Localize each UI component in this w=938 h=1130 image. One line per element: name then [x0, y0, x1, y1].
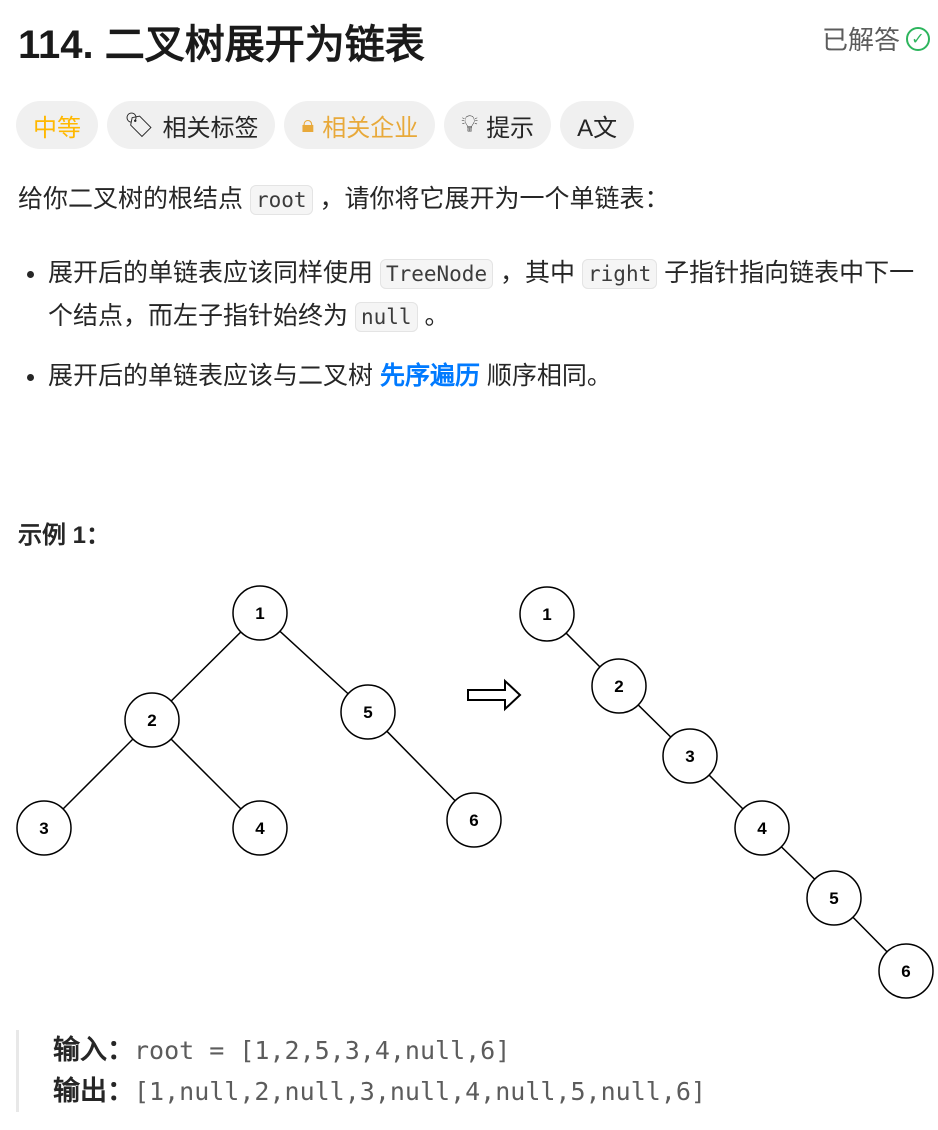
- input-label: 输入：: [53, 1035, 134, 1065]
- node-label: 6: [901, 962, 910, 981]
- node-label: 6: [469, 811, 478, 830]
- lock-icon: 🔒︎: [301, 111, 315, 138]
- node-label: 3: [39, 819, 48, 838]
- tree-node: 6: [446, 792, 502, 848]
- code-right: right: [582, 259, 658, 289]
- input-value: root = [1,2,5,3,4,null,6]: [134, 1036, 511, 1065]
- page-title: 114. 二叉树展开为链表: [18, 23, 425, 67]
- text: 子指针指向链表中下一个结点，而左子指针始终为: [48, 259, 915, 330]
- node-label: 4: [757, 819, 767, 838]
- tag-icon: 🏷︎: [124, 111, 155, 139]
- node-circle: [591, 658, 647, 714]
- list-item: 展开后的单链表应该同样使用 TreeNode ，其中 right 子指针指向链表…: [48, 252, 928, 337]
- check-circle-icon: ✓: [906, 26, 930, 51]
- example-diagram: 1 2 5 3 4 6 1 2 3 4 5 6: [16, 585, 934, 999]
- node-label: 2: [614, 677, 623, 696]
- arrow-right-icon: [467, 678, 522, 712]
- node-label: 1: [255, 604, 264, 623]
- node-label: 2: [147, 711, 156, 730]
- output-label: 输出：: [53, 1076, 134, 1106]
- node-label: 5: [829, 889, 838, 908]
- text: 展开后的单链表应该同样使用: [48, 259, 380, 287]
- text: ，其中: [493, 259, 583, 287]
- example-title: 示例 1：: [18, 522, 111, 549]
- hint-label: 提示: [486, 114, 535, 142]
- solved-status: 已解答✓: [822, 20, 930, 57]
- code-null: null: [354, 301, 418, 332]
- tree-node: 2: [124, 692, 180, 748]
- translate-button[interactable]: A文: [560, 101, 635, 149]
- code-treenode: TreeNode: [379, 259, 494, 289]
- companies-label: 相关企业: [322, 114, 419, 142]
- tree-node: 1: [232, 585, 288, 641]
- node-circle: [446, 792, 502, 848]
- code-root: root: [249, 185, 313, 215]
- difficulty-badge[interactable]: 中等: [16, 101, 98, 149]
- node-circle: [734, 800, 790, 856]
- node-circle: [232, 800, 288, 856]
- output-value: [1,null,2,null,3,null,4,null,5,null,6]: [134, 1077, 706, 1106]
- tree-node: 3: [662, 728, 718, 784]
- node-label: 3: [685, 747, 694, 766]
- tag-bar: 中等 🏷︎相关标签 🔒︎ 相关企业 💡︎ 提示 A文: [16, 101, 635, 149]
- tree-node: 4: [232, 800, 288, 856]
- description-intro: 给你二叉树的根结点 root ，请你将它展开为一个单链表：: [18, 178, 669, 222]
- tree-node: 6: [878, 943, 934, 999]
- topics-button[interactable]: 🏷︎相关标签: [107, 101, 276, 149]
- tree-node: 3: [16, 800, 72, 856]
- tree-node: 4: [734, 800, 790, 856]
- node-circle: [124, 692, 180, 748]
- preorder-link[interactable]: 先序遍历: [379, 362, 480, 390]
- node-circle: [878, 943, 934, 999]
- node-circle: [806, 870, 862, 926]
- difficulty-label: 中等: [33, 114, 81, 142]
- text: ，请你将它展开为一个单链表：: [312, 185, 670, 213]
- requirements-list: 展开后的单链表应该同样使用 TreeNode ，其中 right 子指针指向链表…: [18, 252, 928, 416]
- node-label: 4: [255, 819, 265, 838]
- node-circle: [519, 586, 575, 642]
- hint-button[interactable]: 💡︎ 提示: [444, 101, 552, 149]
- text: 。: [417, 301, 450, 330]
- node-label: 5: [363, 703, 372, 722]
- tree-node: 2: [591, 658, 647, 714]
- node-label: 1: [542, 605, 551, 624]
- topics-label: 相关标签: [162, 114, 259, 142]
- example-io: 输入：root = [1,2,5,3,4,null,6] 输出：[1,null,…: [16, 1030, 706, 1112]
- text: 顺序相同。: [479, 362, 612, 390]
- list-item: 展开后的单链表应该与二叉树 先序遍历 顺序相同。: [48, 355, 928, 398]
- tree-node: 1: [519, 586, 575, 642]
- node-circle: [340, 684, 396, 740]
- companies-button[interactable]: 🔒︎ 相关企业: [284, 101, 436, 149]
- translate-icon: A文: [577, 114, 618, 142]
- text: 展开后的单链表应该与二叉树: [48, 362, 380, 390]
- lightbulb-icon: 💡︎: [461, 111, 479, 138]
- tree-node: 5: [340, 684, 396, 740]
- node-circle: [232, 585, 288, 641]
- solved-label: 已解答: [821, 25, 900, 55]
- node-circle: [662, 728, 718, 784]
- node-circle: [16, 800, 72, 856]
- tree-node: 5: [806, 870, 862, 926]
- text: 给你二叉树的根结点: [18, 185, 250, 213]
